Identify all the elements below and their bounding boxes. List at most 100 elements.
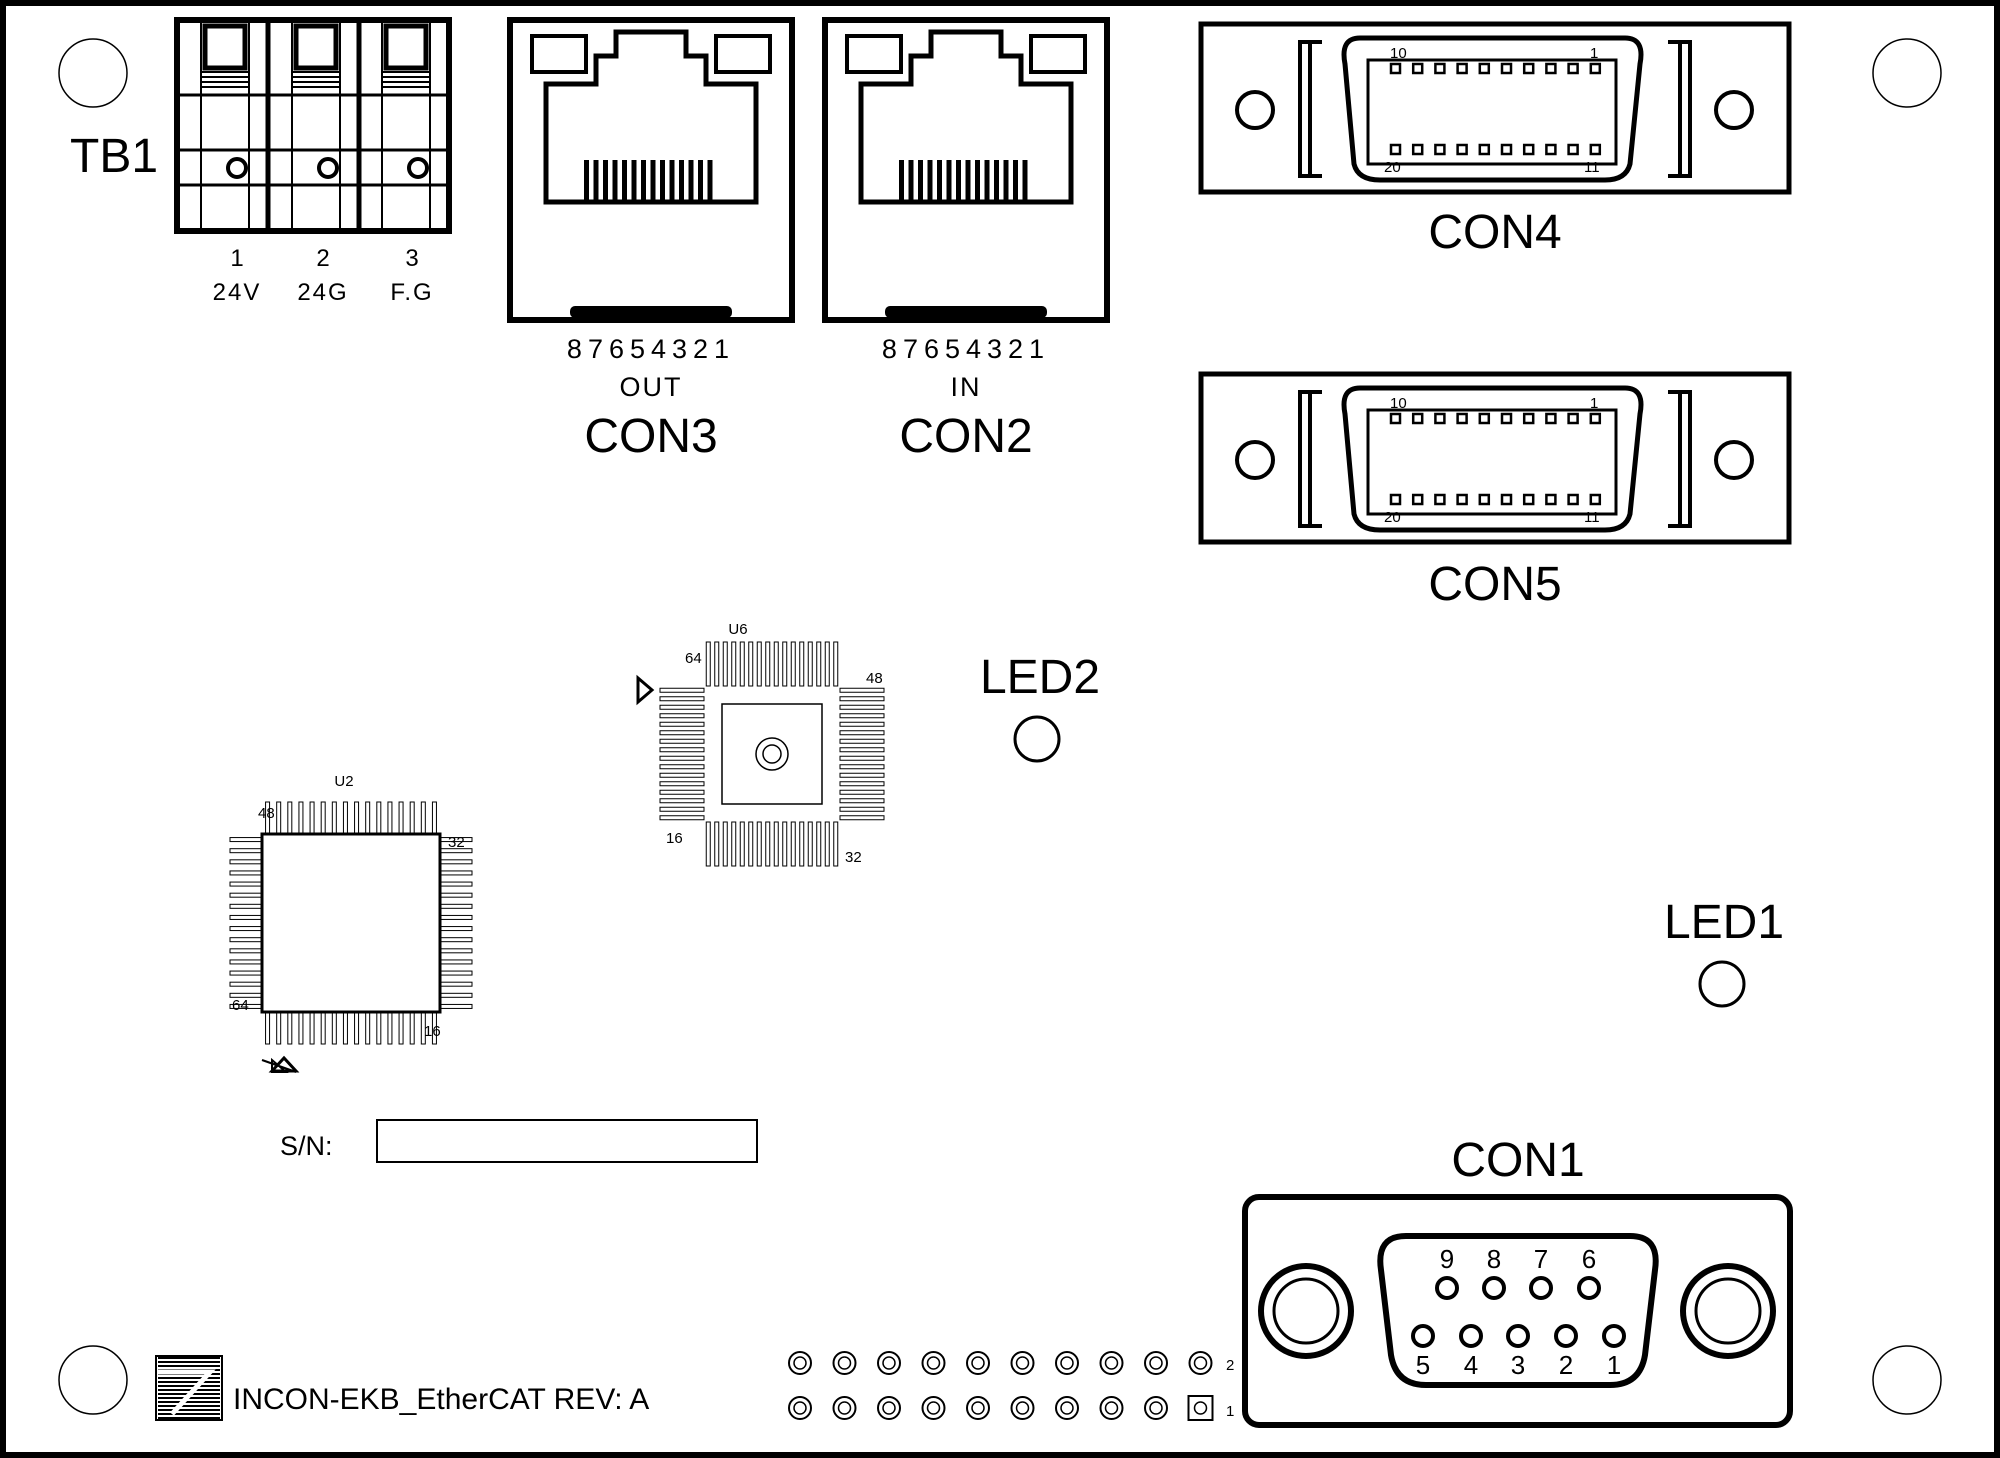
qfp-pin: [659, 789, 705, 795]
con3-rj45: 87654321 OUT CON3: [507, 17, 795, 463]
header-pad: [1144, 1351, 1168, 1375]
led1: LED1: [1664, 896, 1784, 1008]
db9-pin: [1482, 1276, 1506, 1300]
header-pin: [1389, 143, 1402, 156]
header-pin: [1478, 62, 1491, 75]
qfp-pin: [748, 821, 754, 867]
header-pad: [921, 1396, 946, 1420]
tb1-pin2-name: 24G: [297, 279, 348, 306]
header-pin: [1522, 412, 1535, 425]
con3-direction: OUT: [620, 372, 683, 402]
qfp-pin: [659, 687, 705, 693]
header-pad: [1188, 1351, 1213, 1375]
qfp-pin: [722, 641, 728, 687]
qfp-pin: [824, 641, 830, 687]
header-pin: [1456, 62, 1468, 75]
serial-number-area: S/N:: [280, 1119, 758, 1163]
board-footer-label: INCON-EKB_EtherCAT REV: A: [233, 1383, 649, 1416]
pin-header-2x10: 2 1: [788, 1351, 1234, 1421]
qfp-pin: [839, 713, 885, 719]
header-pin: [1456, 143, 1468, 156]
con5-pin-11: 11: [1584, 509, 1600, 526]
qfp-pin: [714, 641, 720, 687]
header-pin: [1411, 493, 1424, 506]
u6-qfp-chip: U6 64 48 16 32: [636, 621, 885, 867]
con4-pin-1: 1: [1590, 45, 1598, 62]
rj45-led-right: [714, 34, 772, 74]
tb1-terminal-block: TB1 1 2 3 24V 24G F.G: [70, 17, 452, 306]
qfp-pin: [807, 641, 813, 687]
header-pin: [1545, 62, 1557, 75]
header-pad: [1055, 1396, 1079, 1420]
db9-pin: [1602, 1324, 1626, 1348]
header-pin: [1478, 412, 1491, 425]
board-logo: [155, 1355, 223, 1421]
qfp-pin: [839, 687, 885, 693]
qfp-body: [260, 832, 442, 1014]
header-drill: [1060, 1356, 1074, 1370]
qfp-pin: [839, 704, 885, 710]
header-cavity: [1366, 408, 1618, 516]
qfp-pin: [839, 798, 885, 804]
qfp-pin: [839, 738, 885, 744]
qfp-pin: [748, 641, 754, 687]
con4-pin-10: 10: [1390, 45, 1407, 62]
qfp-pin: [839, 730, 885, 736]
header-drill: [1015, 1401, 1030, 1415]
tb1-pin1-name: 24V: [213, 279, 262, 306]
rj45-contact: [1003, 160, 1009, 200]
header-pin: [1567, 412, 1579, 425]
mounting-hole-br: [1872, 1345, 1942, 1415]
header-drill: [1015, 1356, 1030, 1370]
mounting-hole-bl: [58, 1345, 128, 1415]
rj45-contact: [622, 160, 627, 200]
rj45-contact: [584, 160, 589, 200]
header-drill: [1193, 1356, 1208, 1370]
u6-designator: U6: [728, 621, 747, 638]
db9-pin: [1435, 1276, 1459, 1300]
u6-center-hole-inner: [762, 744, 782, 764]
rj45-socket: [543, 29, 759, 205]
header-pin: [1589, 62, 1602, 75]
con4-pin-11: 11: [1584, 159, 1600, 176]
qfp-pin: [659, 755, 705, 761]
header-drill: [926, 1356, 941, 1370]
u2-qfp-chip: U2 48 32 64 16: [229, 773, 473, 1073]
header-mount-left: [1235, 90, 1275, 130]
header-pin: [1411, 412, 1424, 425]
rj45-contact: [918, 160, 923, 200]
header-drill: [837, 1356, 852, 1370]
header-pin: [1456, 493, 1468, 506]
logo-mark: [158, 1369, 216, 1416]
db9-pin: [1411, 1324, 1435, 1348]
qfp-pin: [659, 747, 705, 753]
qfp-pin: [782, 641, 788, 687]
header-pad: [832, 1351, 857, 1375]
logo-frame: [155, 1355, 223, 1421]
rj45-contact: [631, 160, 637, 200]
qfp-pin: [659, 730, 705, 736]
qfp-pin: [659, 713, 705, 719]
tb1-screw-head: [293, 23, 339, 71]
header-cavity: [1366, 58, 1618, 166]
qfp-pin: [739, 641, 745, 687]
qfp-pin: [839, 764, 885, 770]
header-drill: [971, 1401, 985, 1415]
qfp-pin: [816, 641, 822, 687]
header-drill: [793, 1401, 807, 1415]
con3-pin-row: 87654321: [567, 334, 735, 364]
header-pad: [788, 1396, 812, 1420]
led1-pad: [1698, 960, 1746, 1008]
header-pad: [1010, 1351, 1035, 1375]
rj45-contact: [994, 160, 999, 200]
db9-pin-label: 3: [1511, 1350, 1525, 1380]
header-drill: [1060, 1401, 1074, 1415]
db9-pin: [1577, 1276, 1601, 1300]
tb1-terminal-hole: [226, 157, 248, 179]
qfp-pin: [799, 821, 805, 867]
rj45-contact: [956, 160, 961, 200]
rj45-contact: [707, 160, 713, 200]
